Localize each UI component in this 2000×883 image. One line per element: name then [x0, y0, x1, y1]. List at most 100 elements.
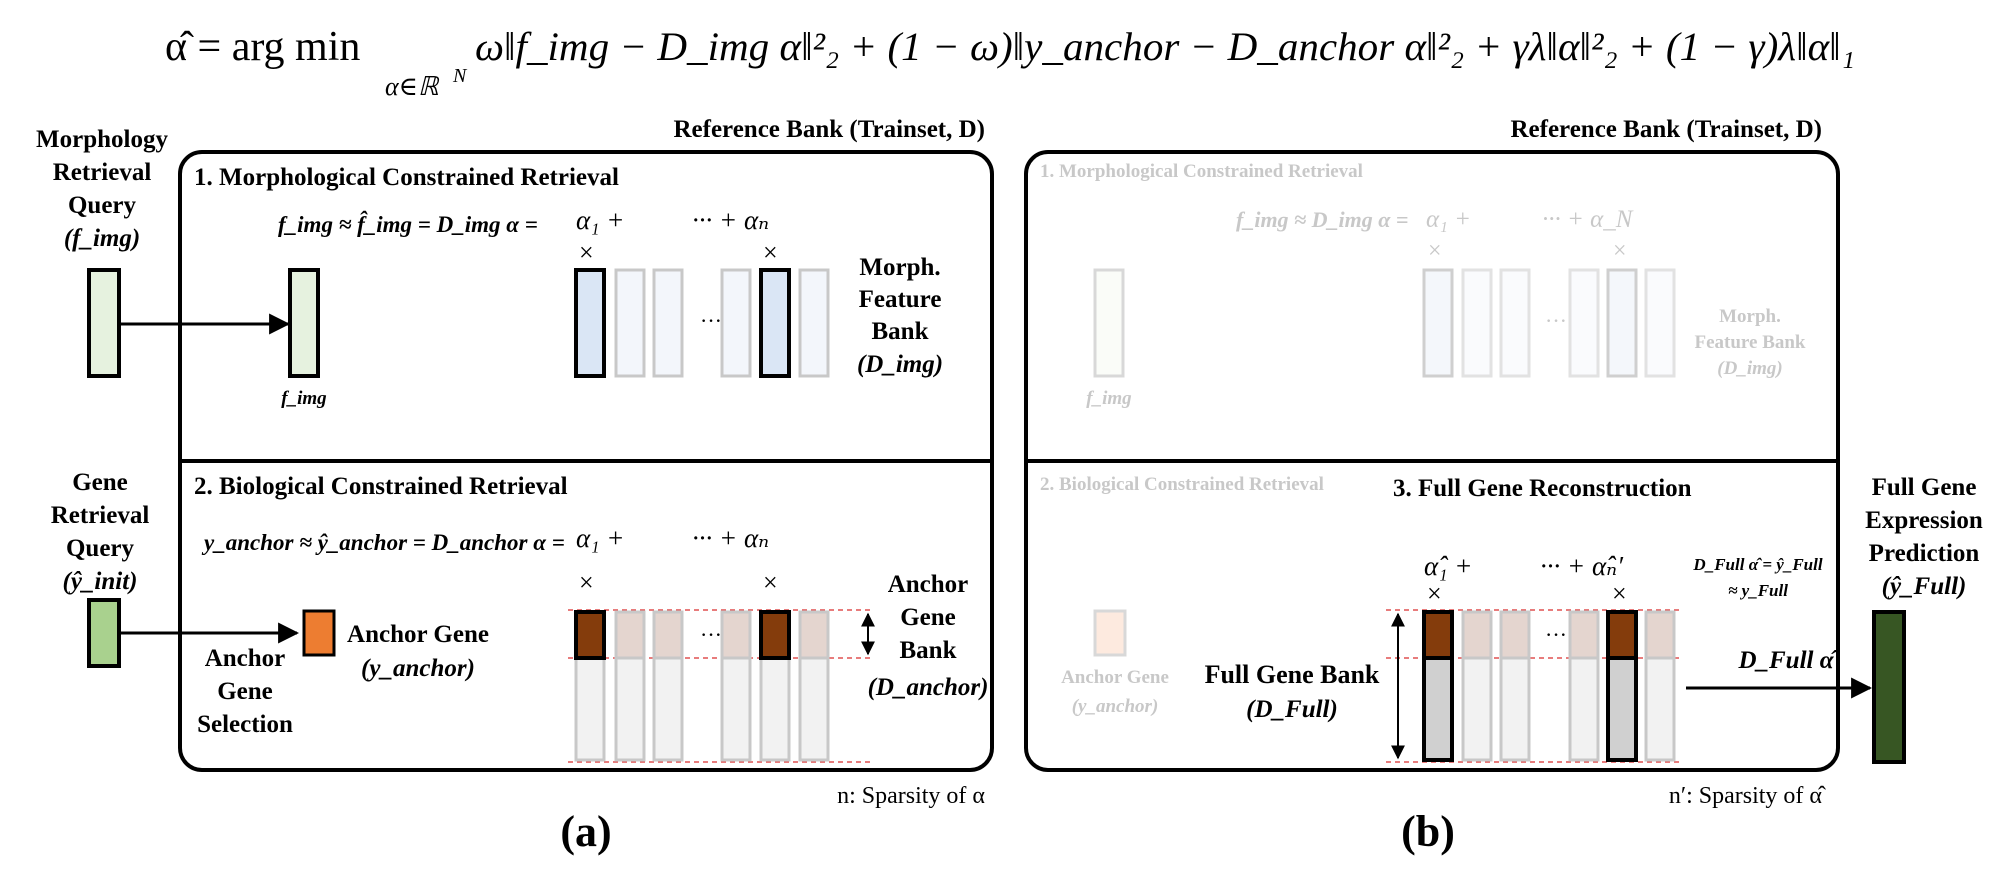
panel-b-morph-bank-columns: ···: [1422, 268, 1676, 378]
panel-b-alpha-1: α₁ +: [1426, 206, 1471, 233]
morph-bank-line-3: Bank: [872, 318, 929, 345]
panel-a-section2-equation: y_anchor ≈ ŷ_anchor = D_anchor α =: [201, 530, 565, 555]
morph-query-line-1: Morphology: [36, 126, 168, 153]
panel-a-alpha-1: α₁ +: [576, 205, 625, 235]
morph-bank-line-1: Morph.: [859, 254, 940, 281]
anchor-selection-line-3: Selection: [197, 711, 293, 738]
morph-query-line-4: (f_img): [64, 225, 140, 252]
full-gene-bank-label: Full Gene Bank: [1205, 660, 1380, 689]
full-gene-bank-columns: ···: [1386, 609, 1683, 763]
morph-query-vector: [87, 268, 121, 378]
panel-b-recon-eq-line-1: D_Full α̂ = ŷ_Full: [1692, 555, 1822, 574]
anchor-bank-lower-column: [798, 656, 830, 762]
panel-b: Reference Bank (Trainset, D) 1. Morpholo…: [1024, 116, 1873, 856]
morph-bank-line-4: (D_img): [857, 351, 943, 378]
panel-a-section2-title: 2. Biological Constrained Retrieval: [194, 473, 568, 500]
full-bank-lower-column: [1644, 656, 1676, 762]
equation-body: ω‖f_img − D_img α‖²₂ + (1 − ω)‖y_anchor …: [475, 24, 1855, 69]
equation-argmin-subscript: α∈ℝ: [385, 72, 440, 101]
panel-b-anchor-gene-vector: [1093, 609, 1127, 657]
full-bank-selected-1: [1422, 610, 1454, 660]
panel-b-footer: n′: Sparsity of α̂: [1669, 783, 1826, 809]
anchor-bank-lower-column: [614, 656, 646, 762]
morph-bank-column: [652, 268, 684, 378]
anchor-selection-line-1: Anchor: [205, 645, 286, 672]
full-gene-prediction-label: Full Gene Expression Prediction (ŷ_Full): [1865, 474, 1983, 600]
panel-b-morph-bank-line-2: Feature Bank: [1694, 332, 1805, 353]
morph-feature-bank-label: Morph. Feature Bank (D_img): [857, 254, 943, 378]
anchor-gene-bank-columns: ···: [568, 609, 875, 763]
panel-b-morph-column: [1644, 268, 1676, 378]
panel-b-alpha-hat-1: α̂₁ +: [1424, 551, 1473, 581]
panel-b-f-img-vector: [1093, 268, 1125, 378]
morph-bank-column: [614, 268, 646, 378]
anchor-selection-line-2: Gene: [217, 678, 273, 705]
anchor-bank-line-3: Bank: [900, 637, 957, 664]
prediction-line-3: Prediction: [1869, 540, 1980, 567]
reconstruction-arrow-label: D_Full α̂: [1737, 647, 1839, 674]
prediction-line-4: (ŷ_Full): [1882, 573, 1967, 600]
full-bank-selected-lower-1: [1422, 656, 1454, 762]
anchor-bank-selected-1: [574, 610, 606, 660]
full-bank-cell: [1644, 610, 1676, 660]
full-gene-bank-symbol: (D_Full): [1246, 696, 1338, 723]
morph-bank-line-2: Feature: [859, 286, 942, 313]
gene-query-line-1: Gene: [72, 469, 128, 496]
panel-a-alpha-n: ··· + αₙ: [692, 205, 769, 235]
panel-a-times-1: ×: [579, 238, 594, 267]
full-bank-selected-lower-n: [1606, 656, 1638, 762]
morph-query-line-3: Query: [68, 192, 137, 219]
panel-b-morph-bank-line-1: Morph.: [1719, 306, 1781, 327]
panel-b-section1-title: 1. Morphological Constrained Retrieval: [1040, 161, 1363, 182]
panel-b-morph-ellipsis: ···: [1545, 308, 1567, 333]
equation-argmin-subscript-sup: N: [452, 65, 468, 87]
anchor-bank-lower-column: [574, 656, 606, 762]
full-bank-selected-n: [1606, 610, 1638, 660]
panel-a: Reference Bank (Trainset, D) 1. Morpholo…: [178, 116, 994, 856]
anchor-bank-lower-column: [759, 656, 791, 762]
full-gene-prediction-vector: [1872, 610, 1906, 764]
panel-a-section1-equation: f_img ≈ f̂_img = D_img α =: [278, 210, 538, 237]
anchor-gene-symbol: (y_anchor): [361, 655, 475, 682]
panel-b-alpha-n: ··· + α_N: [1542, 206, 1634, 233]
gene-query-vector: [87, 598, 121, 668]
morph-bank-ellipsis: ···: [700, 308, 722, 333]
panel-b-morph-bank-line-3: (D_img): [1717, 358, 1782, 379]
full-bank-lower-column: [1568, 656, 1600, 762]
anchor-bank-cell: [614, 610, 646, 660]
equation-lhs: α̂ = arg min: [165, 24, 360, 70]
anchor-bank-cell: [720, 610, 752, 660]
panel-b-section2-title: 2. Biological Constrained Retrieval: [1040, 474, 1324, 495]
panel-a-s2-times-n: ×: [763, 568, 778, 597]
panel-b-times-hat-n: ×: [1612, 579, 1627, 608]
full-bank-cell: [1568, 610, 1600, 660]
gene-query-line-2: Retrieval: [51, 502, 150, 529]
panel-a-f-img-label: f_img: [281, 388, 326, 409]
panel-a-s2-alpha-1: α₁ +: [576, 523, 625, 553]
anchor-bank-line-1: Anchor: [888, 571, 969, 598]
panel-b-header: Reference Bank (Trainset, D): [1510, 116, 1822, 143]
anchor-bank-cell: [798, 610, 830, 660]
morph-bank-column-selected-1: [574, 268, 606, 378]
panel-b-f-img-label: f_img: [1086, 388, 1131, 409]
gene-query-line-4: (ŷ_init): [63, 568, 138, 595]
panel-b-morph-column: [1606, 268, 1638, 378]
anchor-gene-label: Anchor Gene: [347, 621, 489, 648]
panel-b-anchor-gene-label: Anchor Gene: [1061, 667, 1169, 688]
anchor-bank-lower-column: [720, 656, 752, 762]
gene-query-label: Gene Retrieval Query (ŷ_init): [51, 469, 150, 595]
gene-query-line-3: Query: [66, 535, 135, 562]
prediction-line-2: Expression: [1865, 507, 1983, 534]
full-bank-cell: [1499, 610, 1531, 660]
full-bank-ellipsis: ···: [1545, 622, 1567, 647]
panel-b-morph-column: [1461, 268, 1493, 378]
panel-b-caption: (b): [1401, 807, 1455, 856]
panel-b-recon-eq-line-2: ≈ y_Full: [1728, 581, 1788, 600]
panel-b-morph-column: [1422, 268, 1454, 378]
full-bank-cell: [1461, 610, 1493, 660]
panel-b-times-hat-1: ×: [1427, 579, 1442, 608]
anchor-bank-line-4: (D_anchor): [868, 674, 989, 701]
panel-a-s2-alpha-n: ··· + αₙ: [692, 523, 769, 553]
panel-a-caption: (a): [560, 807, 611, 856]
